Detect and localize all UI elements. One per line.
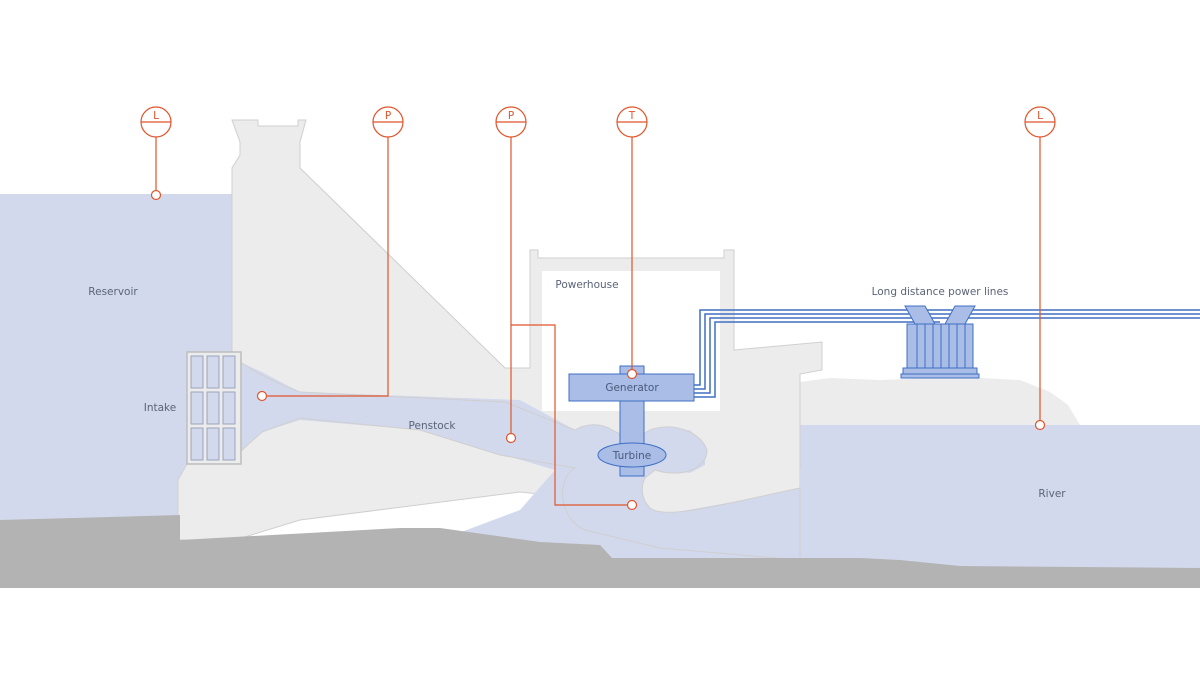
river-bank: [800, 378, 1080, 425]
sensor-letter: L: [153, 110, 159, 122]
sensor-level-river: L: [1024, 106, 1056, 138]
penstock-label: Penstock: [409, 420, 457, 432]
sensor-temperature-generator: T: [616, 106, 648, 138]
sensor-letter: P: [508, 110, 514, 122]
turbine: Turbine: [597, 442, 667, 468]
sensor-letter: L: [1037, 110, 1043, 122]
sensor-level-reservoir: L: [140, 106, 172, 138]
powerhouse-label: Powerhouse: [555, 279, 618, 291]
transformer-icon: [900, 305, 980, 379]
power-lines-label: Long distance power lines: [872, 286, 1009, 298]
turbine-label: Turbine: [612, 450, 652, 462]
sensor-endpoints: [150, 189, 1046, 511]
sensor-pressure-intake: P: [372, 106, 404, 138]
sensor-letter: P: [385, 110, 391, 122]
river-water: [790, 425, 1200, 570]
intake-label: Intake: [144, 402, 176, 414]
river-label: River: [1038, 488, 1066, 500]
generator-label: Generator: [605, 382, 659, 394]
ground: [0, 515, 1200, 588]
sensor-pressure-penstock: P: [495, 106, 527, 138]
reservoir-label: Reservoir: [88, 286, 138, 298]
sensor-lines: [155, 137, 1041, 506]
intake-grate: [186, 351, 242, 465]
dam-body: [177, 119, 823, 541]
sensor-letter: T: [628, 110, 636, 122]
